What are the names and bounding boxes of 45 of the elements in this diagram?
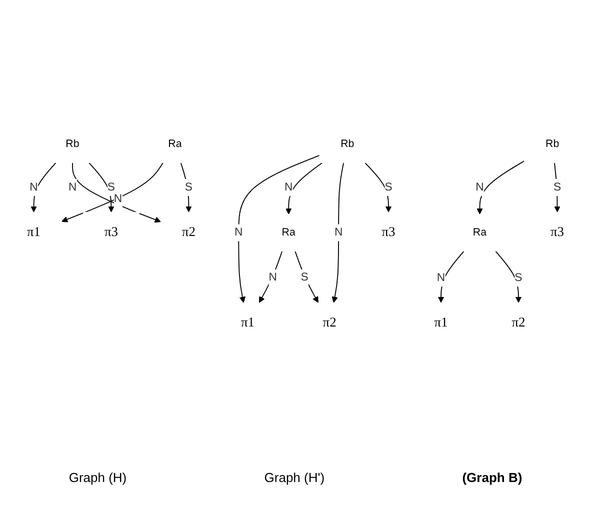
arrow <box>30 162 56 212</box>
arrow <box>495 251 522 303</box>
edge-label: S <box>107 181 115 194</box>
arrow <box>88 162 114 212</box>
edge-label: N <box>476 181 484 194</box>
edge-label: N <box>268 272 277 284</box>
node-text: Ra <box>282 226 296 238</box>
node-text: Rb <box>66 138 80 150</box>
node-text: π2 <box>512 315 526 330</box>
node-text: π2 <box>322 315 336 330</box>
arrow <box>258 251 283 303</box>
arrow <box>285 162 322 214</box>
graph-caption: Graph (H') <box>264 470 325 485</box>
arrow <box>554 162 560 212</box>
node-text: π2 <box>182 224 196 240</box>
graph-caption: Graph (H) <box>68 470 127 485</box>
node-text: π1 <box>241 315 255 330</box>
arrow <box>238 155 320 303</box>
edge-label: N <box>284 181 293 194</box>
arrow <box>332 162 344 303</box>
arrow <box>364 162 392 212</box>
edge-label: N <box>68 181 77 194</box>
edge-label: S <box>384 181 392 194</box>
node-text: π3 <box>382 224 396 240</box>
node-text: π1 <box>26 224 41 240</box>
node-text: Ra <box>168 138 182 150</box>
edge-label: N <box>334 226 343 239</box>
edge-label: S <box>300 272 308 284</box>
graph-caption: (Graph B) <box>462 470 522 485</box>
arrow <box>476 160 525 214</box>
edge-label: S <box>553 181 562 194</box>
node-text: π3 <box>550 224 564 240</box>
edge-label: N <box>436 272 446 284</box>
edge-label: S <box>514 272 522 284</box>
arrow <box>438 251 464 303</box>
arrow <box>294 251 318 303</box>
node-text: Ra <box>472 226 487 238</box>
node-text: π1 <box>434 315 448 330</box>
edge-label: N <box>234 226 243 239</box>
node-text: Rb <box>546 138 560 150</box>
edge-label: N <box>30 181 38 194</box>
edge-label: N <box>114 192 122 205</box>
node-text: Rb <box>340 138 354 150</box>
node-text: π3 <box>104 224 118 240</box>
edge-label: S <box>184 181 192 194</box>
